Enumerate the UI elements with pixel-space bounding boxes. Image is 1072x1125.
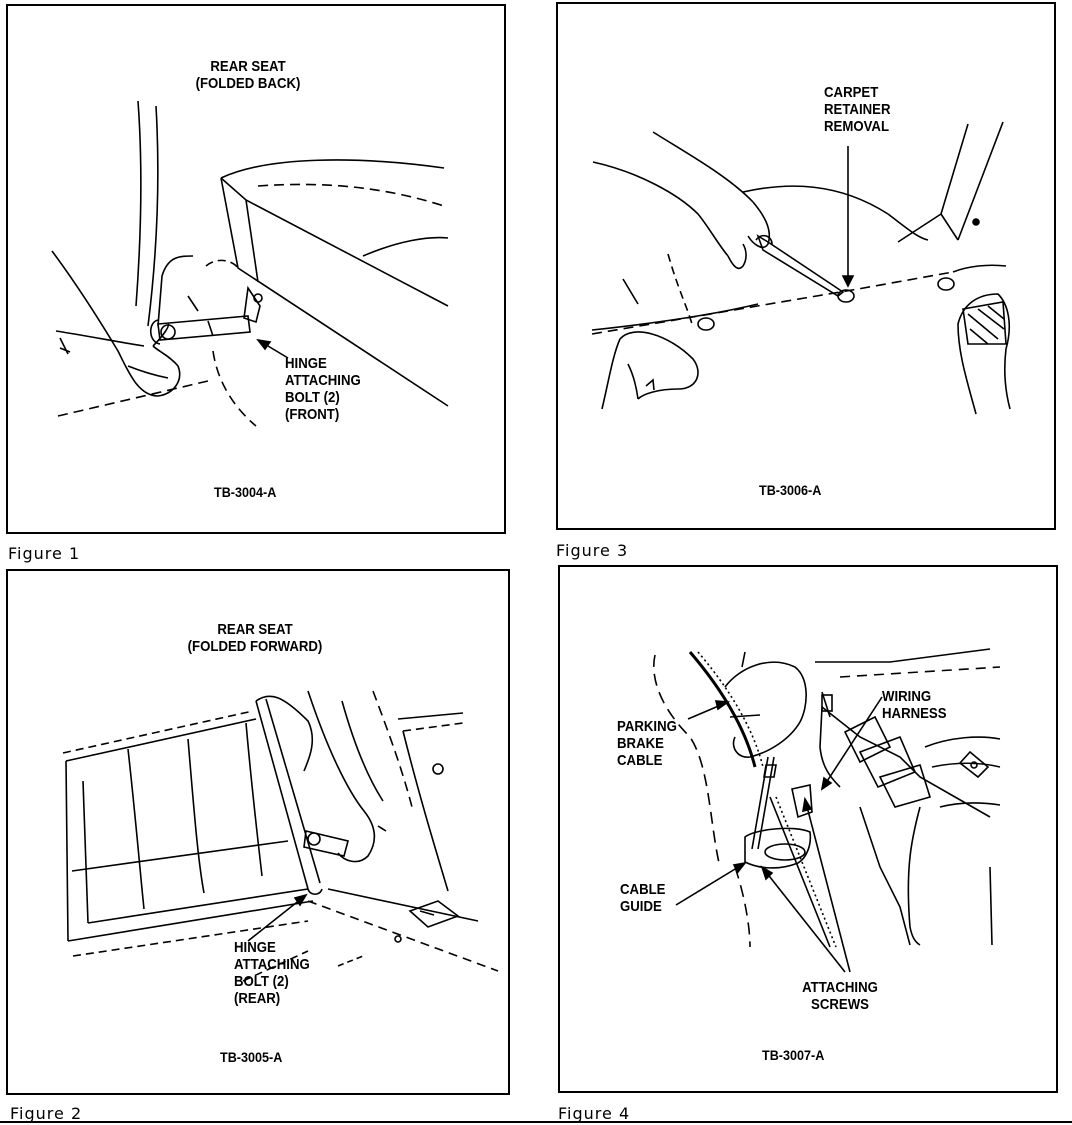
figure-4-code: TB-3007-A	[762, 1047, 825, 1063]
figure-2-caption: Figure 2	[10, 1104, 83, 1123]
callout-line: HINGE	[234, 939, 276, 956]
callout-line: CABLE	[620, 881, 666, 898]
figure-3-code: TB-3006-A	[759, 482, 822, 498]
figure-1-caption: Figure 1	[8, 544, 81, 563]
figure-1-title-line-1: REAR SEAT	[210, 58, 286, 75]
figure-1-callout-hinge-bolt: HINGE ATTACHING BOLT (2) (FRONT)	[285, 355, 361, 423]
figure-4-panel: PARKING BRAKE CABLE WIRING HARNESS CABLE…	[558, 565, 1058, 1093]
figure-3-caption: Figure 3	[556, 541, 629, 560]
figure-2-title-line-1: REAR SEAT	[217, 621, 293, 638]
figure-4-illustration	[653, 648, 1001, 973]
callout-line: BRAKE	[617, 735, 664, 752]
callout-line: CARPET	[824, 84, 879, 101]
figure-1-panel: REAR SEAT (FOLDED BACK) HINGE ATTACHING …	[6, 4, 506, 534]
callout-line: (REAR)	[234, 990, 281, 1007]
figure-2-title: REAR SEAT (FOLDED FORWARD)	[163, 621, 348, 655]
figure-2-callout-hinge-bolt: HINGE ATTACHING BOLT (2) (REAR)	[234, 939, 310, 1007]
callout-line: HARNESS	[882, 705, 947, 722]
figure-2-illustration	[62, 690, 499, 982]
callout-line: CABLE	[617, 752, 663, 769]
figure-1-code: TB-3004-A	[214, 484, 277, 500]
callout-line: ATTACHING	[285, 372, 361, 389]
figure-1-illustration	[51, 100, 449, 427]
callout-line: ATTACHING	[234, 956, 310, 973]
callout-line: BOLT (2)	[285, 389, 340, 406]
figure-3-illustration	[591, 121, 1011, 415]
callout-line: GUIDE	[620, 898, 662, 915]
figure-4-callout-parking-brake-cable: PARKING BRAKE CABLE	[617, 718, 677, 769]
figure-2-panel: REAR SEAT (FOLDED FORWARD) HINGE ATTACHI…	[6, 569, 510, 1095]
callout-line: SCREWS	[811, 996, 869, 1013]
figure-4-callout-wiring-harness: WIRING HARNESS	[882, 688, 947, 722]
figure-1-title: REAR SEAT (FOLDED BACK)	[169, 58, 327, 92]
figure-4-callout-cable-guide: CABLE GUIDE	[620, 881, 665, 915]
figure-4-caption: Figure 4	[558, 1104, 631, 1123]
callout-line: RETAINER	[824, 101, 891, 118]
callout-line: WIRING	[882, 688, 932, 705]
figure-2-code: TB-3005-A	[220, 1049, 283, 1065]
figure-2-title-line-2: (FOLDED FORWARD)	[187, 638, 323, 655]
callout-line: BOLT (2)	[234, 973, 289, 990]
callout-line: (FRONT)	[285, 406, 340, 423]
figure-4-callout-attaching-screws: ATTACHING SCREWS	[792, 979, 889, 1013]
callout-line: ATTACHING	[802, 979, 878, 996]
callout-line: HINGE	[285, 355, 327, 372]
figure-3-callout-carpet-retainer: CARPET RETAINER REMOVAL	[824, 84, 890, 135]
page-bottom-rule	[0, 1121, 1072, 1123]
callout-line: REMOVAL	[824, 118, 890, 135]
callout-line: PARKING	[617, 718, 677, 735]
figure-1-title-line-2: (FOLDED BACK)	[195, 75, 301, 92]
figure-3-panel: CARPET RETAINER REMOVAL TB-3006-A	[556, 2, 1056, 530]
